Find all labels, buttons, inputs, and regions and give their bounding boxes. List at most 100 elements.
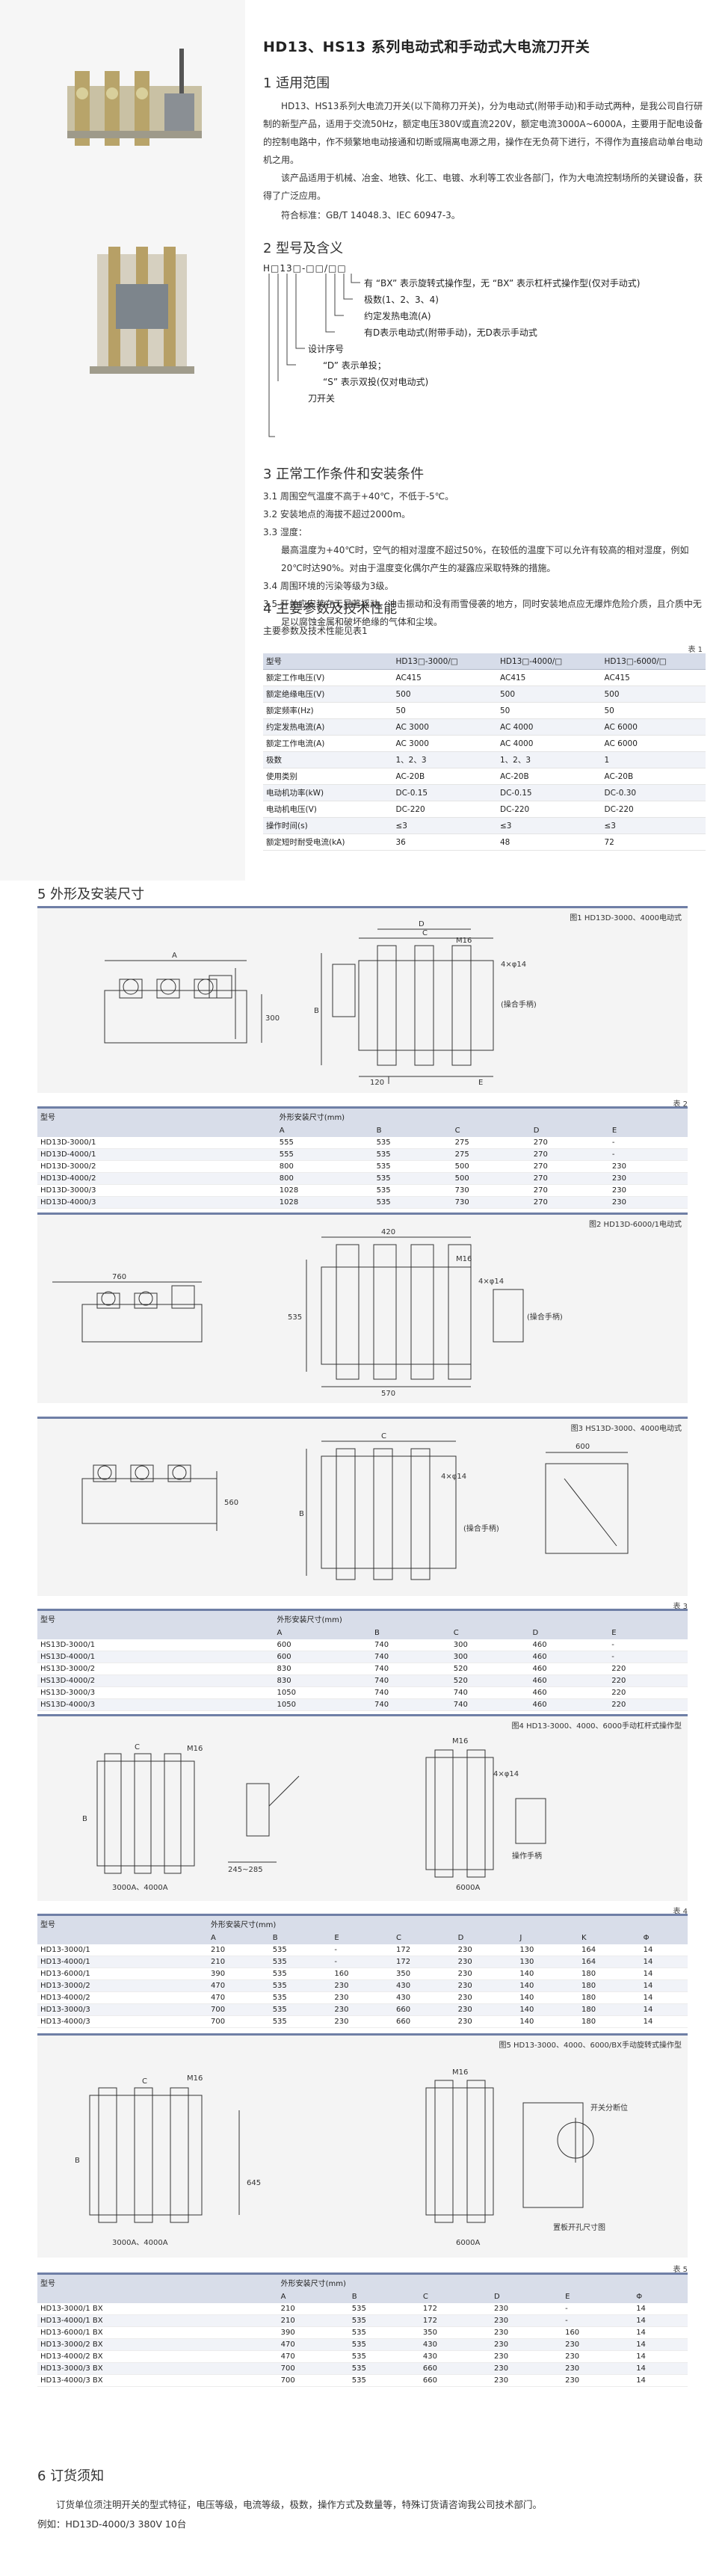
model-code-line-3: 约定发热电流(A) [364,311,431,321]
table-header-cell: HD13□-6000/□ [601,653,706,670]
table-cell: 300 [450,1639,530,1651]
table-cell: 230 [490,2303,563,2315]
table-cell: 500 [451,1160,531,1173]
table-cell: 14 [640,2015,688,2028]
figure-3-drawing: 560 C B 4×φ14 600 (操合手柄) [81,1432,629,1580]
table-header-cell: E [331,1932,393,1944]
figure-1-caption: 图1 HD13D-3000、4000电动式 [570,914,682,922]
table-cell: 600 [274,1651,372,1663]
page-title: HD13、HS13 系列电动式和手动式大电流刀开关 [263,39,590,55]
table-cell: 14 [633,2374,688,2387]
table-cell: 555 [276,1137,374,1149]
table-cell: 700 [208,2003,270,2016]
table-cell: 230 [490,2350,563,2363]
table-cell: 14 [640,1991,688,2004]
fig4-m16: M16 [187,1745,203,1753]
table-cell: 210 [208,1944,270,1956]
figure-5-caption: 图5 HD13-3000、4000、6000/BX手动旋转式操作型 [499,2042,682,2050]
table-cell: 535 [373,1172,452,1185]
table-cell: 220 [608,1686,688,1699]
table-cell: DC-0.15 [496,784,602,801]
table-cell: 230 [454,1979,517,1992]
table-cell: 180 [578,1979,641,1992]
fig2-dim-570: 570 [381,1390,395,1398]
table-cell: HD13-4000/3 BX [37,2374,278,2387]
table-cell: 535 [348,2303,420,2315]
table-cell: 460 [529,1698,609,1711]
table-cell: 270 [530,1160,609,1173]
table-cell: 230 [331,1991,393,2004]
top-section: HD13、HS13 系列电动式和手动式大电流刀开关 1 适用范围 HD13、HS… [0,0,725,881]
table-cell: 500 [496,685,602,703]
section-1-standards: 符合标准：GB/T 14048.3、IEC 60947-3。 [281,210,460,221]
table-cell: HS13D-4000/1 [37,1651,274,1663]
table-cell: 275 [451,1148,531,1161]
fig2-dim-420: 420 [381,1228,395,1236]
table-cell: 230 [454,1956,517,1968]
table-cell: AC 6000 [601,735,706,752]
table-cell: HD13-6000/1 BX [37,2326,278,2339]
model-code-line-8: 刀开关 [308,393,336,404]
figure-3-caption: 图3 HS13D-3000、4000电动式 [570,1425,682,1433]
model-code-diagram: H□13□-□□/□□ 有 “BX” 表示旋转式操作型，无 “BX” 表示杠杆式… [263,263,704,459]
table-cell: - [331,1956,393,1968]
table-cell: 535 [348,2326,420,2339]
model-code-line-6: “D” 表示单投； [323,360,386,371]
table-cell: 50 [601,702,706,719]
figure-5-drawing: C M16 B 645 3000A、4000A M16 开关分断位 置板开孔尺寸… [75,2068,628,2247]
table-cell: 470 [208,1991,270,2004]
table-cell: HS13D-3000/2 [37,1663,274,1675]
table-cell: 555 [276,1148,374,1161]
table-cell: 740 [450,1698,530,1711]
table-cell: 1028 [276,1184,374,1197]
table-cell: 180 [578,2003,641,2016]
table-cell: 130 [516,1944,579,1956]
figure-5-panel: 图5 HD13-3000、4000、6000/BX手动旋转式操作型 C M16 … [37,2033,688,2258]
fig1-dim-300: 300 [265,1014,280,1023]
table-cell: 270 [530,1148,609,1161]
model-code-line-7: “S” 表示双投(仅对电动式) [323,377,429,387]
table-cell: 535 [373,1196,452,1209]
fig3-dim-c: C [381,1432,386,1440]
table-cell: HD13D-4000/3 [37,1196,277,1209]
table-cell: DC-0.30 [601,784,706,801]
table-cell: 535 [348,2362,420,2375]
table-cell: HD13D-3000/1 [37,1137,277,1149]
table-cell: 740 [371,1686,451,1699]
table-cell: 740 [371,1639,451,1651]
fig4-dim-245: 245~285 [228,1866,263,1874]
section-4-subtitle: 主要参数及技术性能见表1 [263,626,368,636]
condition-item: 最高温度为+40℃时，空气的相对湿度不超过50%，在较低的温度下可以允许有较高的… [281,545,689,573]
table-cell: 14 [633,2303,688,2315]
fig5-label-3000: 3000A、4000A [112,2239,168,2247]
table-cell: 220 [608,1698,688,1711]
section-1-paragraph-1: HD13、HS13系列大电流刀开关(以下简称刀开关)，分为电动式(附带手动)和手… [263,101,703,165]
section-1-paragraph-2: 该产品适用于机械、冶金、地铁、化工、电镀、水利等工农业各部门，作为大电流控制场所… [263,173,703,201]
order-note-1: 订货单位须注明开关的型式特征，电压等级，电流等级，极数，操作方式及数量等，特殊订… [56,2499,543,2510]
table-cell: HS13D-3000/3 [37,1686,274,1699]
table-cell: - [608,1137,688,1149]
table-cell: 460 [529,1686,609,1699]
table-cell: 300 [450,1651,530,1663]
table-cell: 230 [331,2003,393,2016]
figure-2-caption: 图2 HD13D-6000/1电动式 [589,1221,682,1229]
table-cell: 740 [371,1674,451,1687]
table-cell: 172 [393,1956,455,1968]
table-header-cell: 型号 [263,653,393,670]
fig1-handle: (操合手柄) [501,999,537,1009]
section-1-heading: 1 适用范围 [263,76,330,91]
table-cell: AC-20B [496,768,602,785]
model-code-line-5: 设计序号 [308,344,345,354]
table-cell: 740 [371,1663,451,1675]
table-cell: 270 [530,1184,609,1197]
table-cell: 1、2、3 [496,751,602,768]
table-cell: 535 [269,2003,332,2016]
